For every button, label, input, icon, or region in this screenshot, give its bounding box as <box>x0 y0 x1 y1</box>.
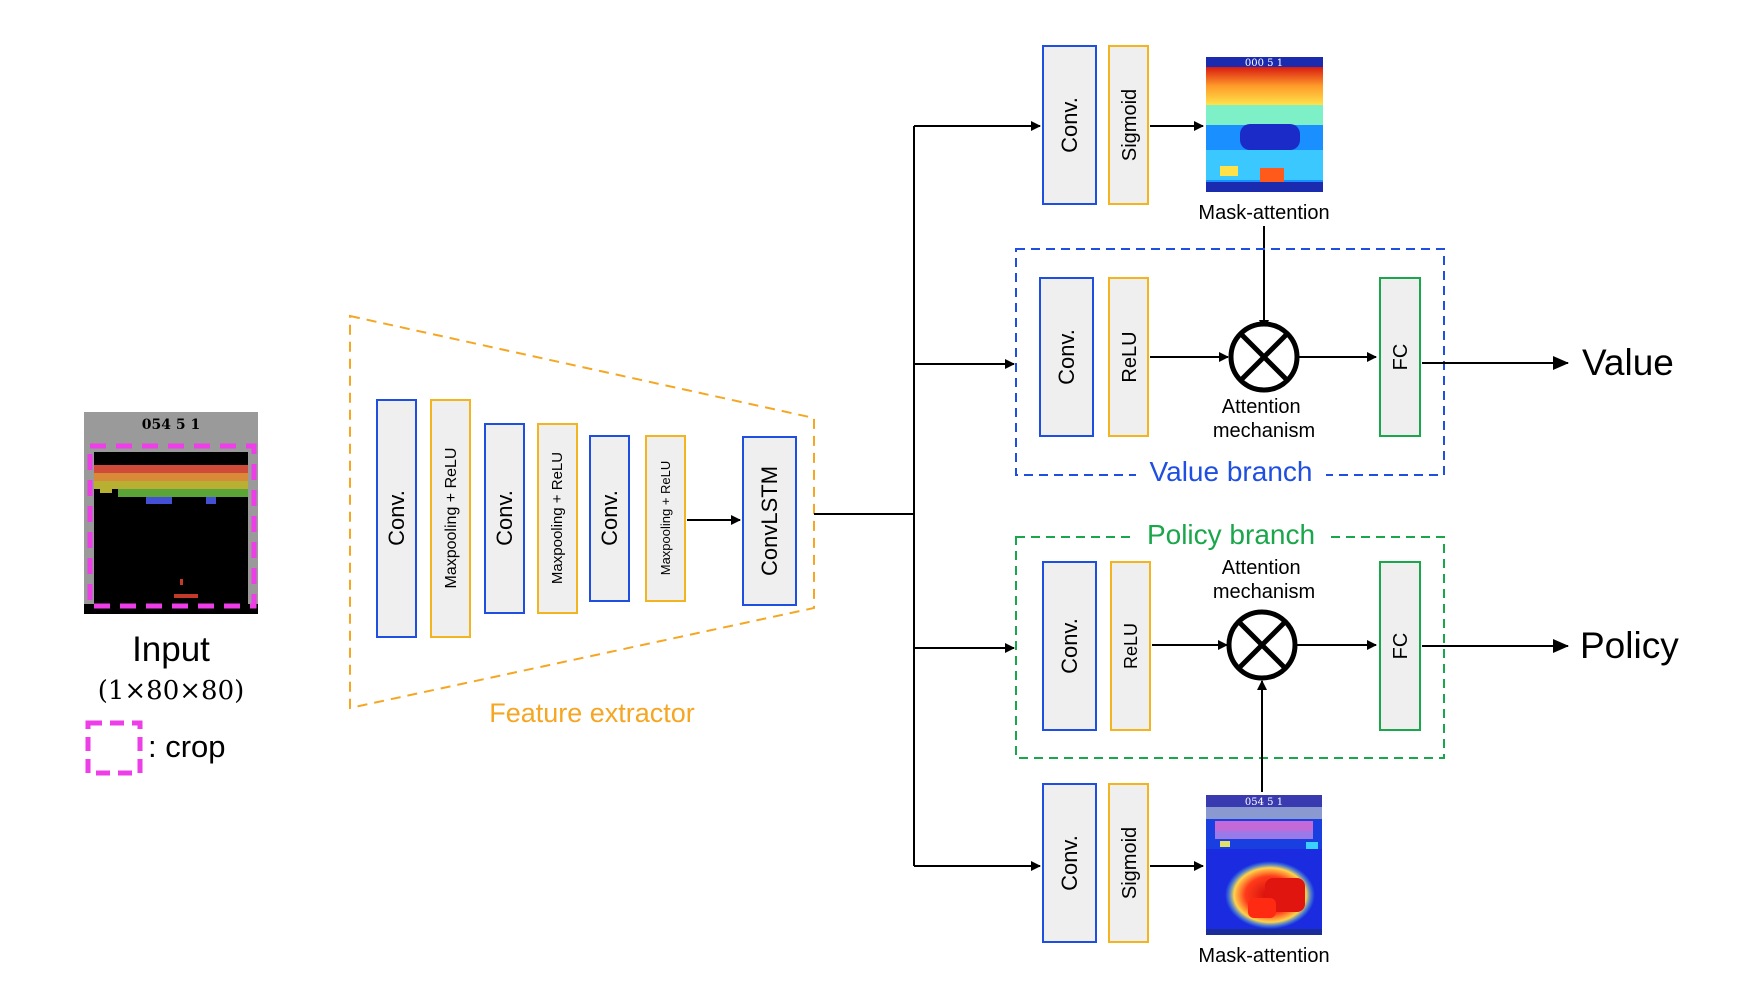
fe-conv-2: Conv. <box>484 423 525 614</box>
policy-branch-fc: FC <box>1379 561 1421 731</box>
value-branch-fc: FC <box>1379 277 1421 437</box>
svg-text:Maxpooling + ReLU: Maxpooling + ReLU <box>443 448 460 589</box>
fe-convlstm: ConvLSTM <box>742 436 797 606</box>
svg-text:Conv.: Conv. <box>1057 618 1082 674</box>
policy-mask-label: Mask-attention <box>1198 945 1329 967</box>
trunk-connectors <box>814 121 1041 871</box>
multiply-circle-icon <box>1228 321 1300 393</box>
fe-conv-1: Conv. <box>376 399 417 638</box>
policy-output-label: Policy <box>1580 625 1679 666</box>
policy-branch-relu: ReLU <box>1110 561 1151 731</box>
svg-text:Sigmoid: Sigmoid <box>1119 827 1141 899</box>
value-attention-label-line1: Attention <box>1222 396 1301 418</box>
svg-text:Maxpooling + ReLU: Maxpooling + ReLU <box>658 461 673 576</box>
svg-text:ConvLSTM: ConvLSTM <box>757 466 782 576</box>
fe-maxpool-relu-3: Maxpooling + ReLU <box>645 435 686 602</box>
policy-mask-sigmoid: Sigmoid <box>1108 783 1149 943</box>
svg-text:ReLU: ReLU <box>1119 331 1141 382</box>
svg-text:Conv.: Conv. <box>1054 329 1079 385</box>
feature-extractor-outline <box>349 314 815 710</box>
policy-branch-conv: Conv. <box>1042 561 1097 731</box>
policy-attention-label-line2: mechanism <box>1213 581 1315 603</box>
crop-box-icon <box>85 720 143 776</box>
fe-conv-3: Conv. <box>589 435 630 602</box>
policy-attention-label: Attention mechanism <box>1213 557 1315 603</box>
policy-mask-conv: Conv. <box>1042 783 1097 943</box>
value-attention-label: Attention mechanism <box>1213 396 1315 442</box>
input-label: Input <box>132 630 210 669</box>
svg-text:Maxpooling + ReLU: Maxpooling + ReLU <box>549 452 566 584</box>
input-shape: (1×80×80) <box>98 676 245 706</box>
svg-text:FC: FC <box>1390 633 1412 660</box>
svg-text:Sigmoid: Sigmoid <box>1119 89 1141 161</box>
value-mask-sigmoid: Sigmoid <box>1108 45 1149 205</box>
svg-text:Conv.: Conv. <box>1057 835 1082 891</box>
value-attention-label-line2: mechanism <box>1213 420 1315 442</box>
policy-branch-title: Policy branch <box>1147 519 1315 550</box>
svg-text:Conv.: Conv. <box>597 490 622 546</box>
value-mask-label: Mask-attention <box>1198 202 1329 224</box>
value-mask-conv: Conv. <box>1042 45 1097 205</box>
value-branch-conv: Conv. <box>1039 277 1094 437</box>
value-mask-heatmap: 000 5 1 <box>1206 57 1323 192</box>
policy-attention-label-line1: Attention <box>1222 557 1301 579</box>
crop-region <box>87 443 257 609</box>
svg-text:Conv.: Conv. <box>1057 97 1082 153</box>
feature-extractor-title: Feature extractor <box>489 698 695 728</box>
svg-text:ReLU: ReLU <box>1121 623 1141 669</box>
svg-text:Conv.: Conv. <box>492 490 517 546</box>
input-frame: 054 5 1 <box>84 412 258 614</box>
input-score: 054 5 1 <box>142 417 200 433</box>
policy-mask-heatmap: 054 5 1 <box>1206 795 1322 935</box>
fe-maxpool-relu-2: Maxpooling + ReLU <box>537 423 578 614</box>
svg-text:054 5 1: 054 5 1 <box>1245 797 1283 808</box>
value-branch-relu: ReLU <box>1108 277 1149 437</box>
value-branch-title: Value branch <box>1150 456 1313 487</box>
svg-text:000 5 1: 000 5 1 <box>1245 58 1283 69</box>
svg-text:Conv.: Conv. <box>384 490 409 546</box>
crop-legend-label: : crop <box>148 729 226 764</box>
value-output-label: Value <box>1582 342 1674 383</box>
fe-maxpool-relu-1: Maxpooling + ReLU <box>430 399 471 638</box>
svg-text:FC: FC <box>1390 344 1412 371</box>
multiply-circle-icon <box>1226 609 1298 681</box>
